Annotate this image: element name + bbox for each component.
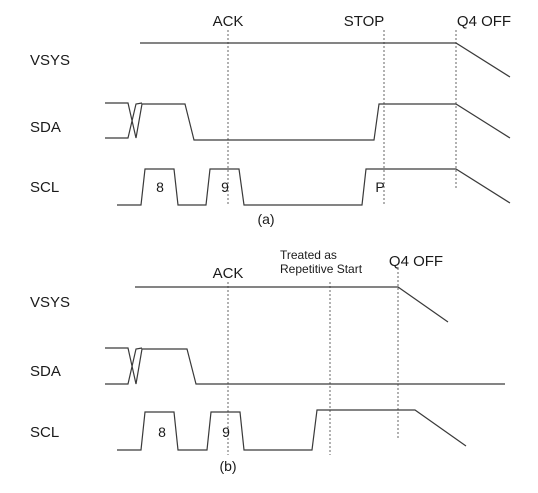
scl-waveform-b [117, 409, 467, 451]
repetitive-start-label-b: Repetitive Start [280, 262, 363, 276]
sda-label-b: SDA [30, 363, 61, 380]
scl-label-a: SCL [30, 179, 59, 196]
vsys-waveform-a [140, 42, 511, 78]
pulse-8-label-b: 8 [158, 424, 166, 440]
q4-off-label-a: Q4 OFF [457, 13, 511, 30]
sda-waveform-a [105, 102, 511, 141]
scl-waveform-a [117, 168, 511, 206]
treated-as-label-b: Treated as [280, 248, 337, 262]
sda-waveform-b [105, 347, 505, 385]
sda-label-a: SDA [30, 119, 61, 136]
pulse-9-label-a: 9 [221, 179, 229, 195]
diagram-b: ACK Treated as Repetitive Start Q4 OFF V… [30, 248, 505, 474]
scl-label-b: SCL [30, 424, 59, 441]
sda-waveform-a-alt [105, 102, 143, 139]
vsys-waveform-b [135, 286, 449, 323]
pulse-9-label-b: 9 [222, 424, 230, 440]
stop-label-a: STOP [344, 13, 385, 30]
ack-label-a: ACK [213, 13, 244, 30]
vsys-label-b: VSYS [30, 294, 70, 311]
caption-a: (a) [257, 211, 274, 227]
caption-b: (b) [219, 458, 236, 474]
vsys-label-a: VSYS [30, 52, 70, 69]
sda-waveform-b-alt [105, 347, 143, 385]
stop-p-label-a: P [375, 179, 384, 195]
diagram-a: ACK STOP Q4 OFF VSYS SDA SCL 8 9 P (a) [30, 13, 511, 227]
q4-off-label-b: Q4 OFF [389, 253, 443, 270]
pulse-8-label-a: 8 [156, 179, 164, 195]
ack-label-b: ACK [213, 265, 244, 282]
